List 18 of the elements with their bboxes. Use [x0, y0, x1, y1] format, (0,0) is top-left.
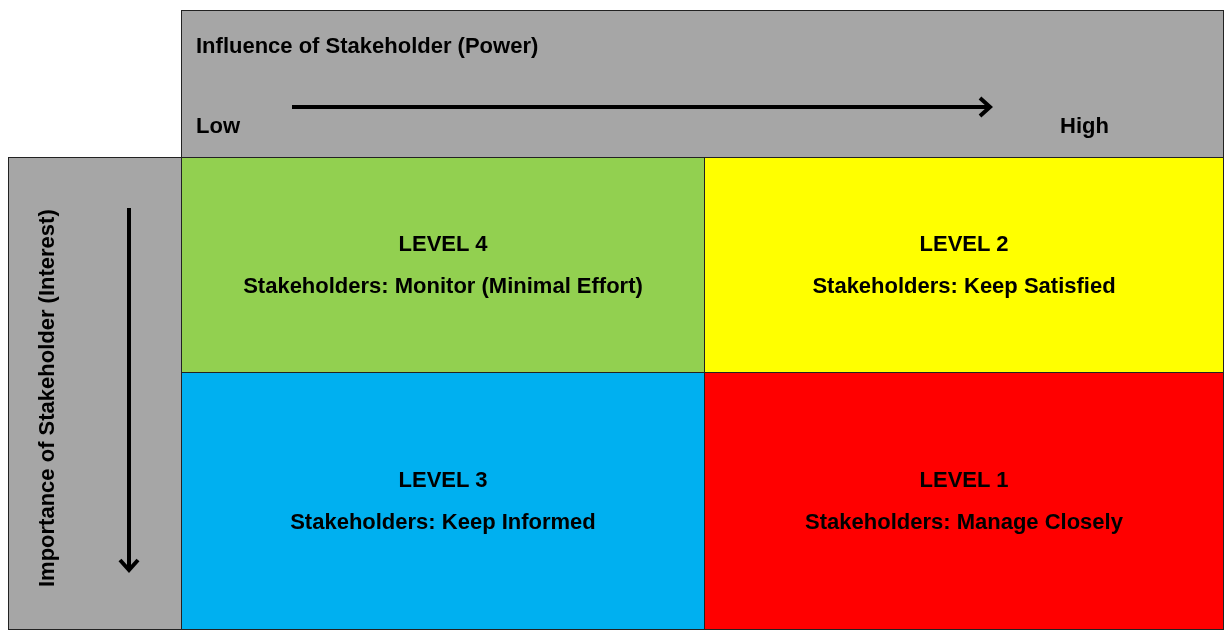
axis-low-label: Low — [196, 113, 240, 139]
axis-title: Influence of Stakeholder (Power) — [196, 33, 539, 59]
level-heading: LEVEL 3 — [398, 467, 488, 493]
quadrant-cell — [704, 157, 1224, 373]
level-description: Stakeholders: Monitor (Minimal Effort) — [243, 273, 643, 299]
level-description: Stakeholders: Manage Closely — [805, 509, 1123, 535]
quadrant-cell — [181, 372, 705, 630]
level-heading: LEVEL 2 — [919, 231, 1009, 257]
axis-high-label: High — [1060, 113, 1109, 139]
axis-band — [8, 157, 182, 630]
quadrant-cell — [181, 157, 705, 373]
quadrant-cell — [704, 372, 1224, 630]
axis-band — [181, 10, 1224, 158]
level-description: Stakeholders: Keep Informed — [290, 509, 596, 535]
level-heading: LEVEL 1 — [919, 467, 1009, 493]
level-description: Stakeholders: Keep Satisfied — [812, 273, 1116, 299]
axis-title: Importance of Stakeholder (Interest) — [33, 208, 60, 588]
level-heading: LEVEL 4 — [398, 231, 488, 257]
